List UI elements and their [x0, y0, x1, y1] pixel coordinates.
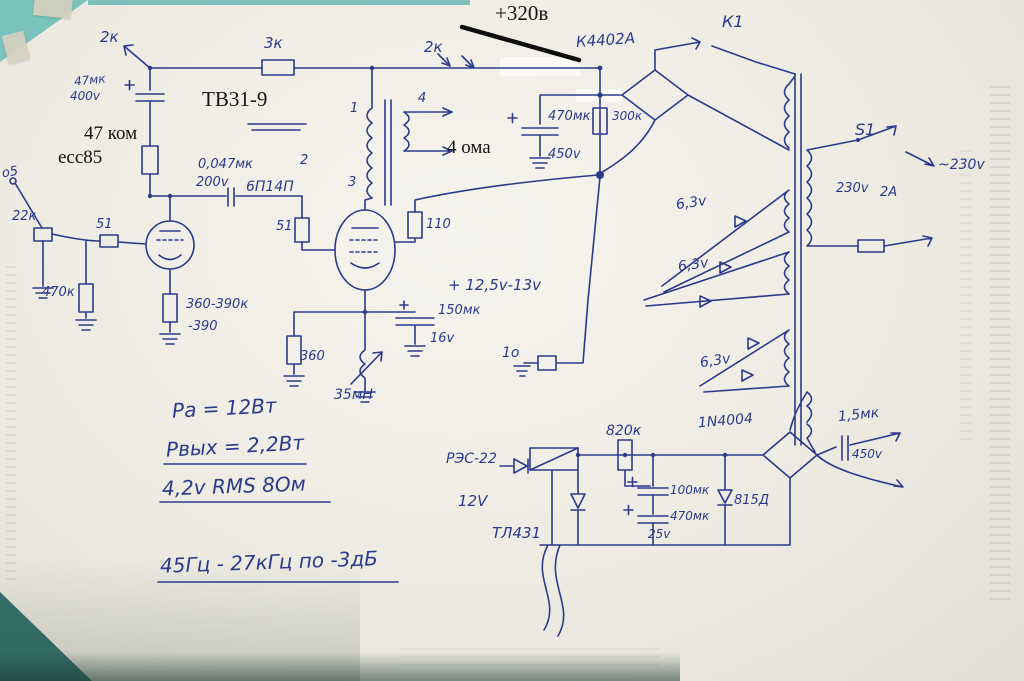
label-pin-3: 3 — [348, 175, 357, 190]
low-voltage-psu — [499, 431, 904, 637]
label-tl431: ТЛ431 — [492, 524, 542, 542]
label-pin-1: 1 — [350, 101, 359, 116]
top-edge-gap — [88, 0, 470, 5]
label-cap-470mk: 470мк — [548, 109, 591, 124]
label-pin-2: 2 — [300, 153, 309, 168]
label-resistor-360-390k: 360-390к — [186, 297, 249, 312]
print-bleedthrough — [990, 80, 1010, 600]
label-cap-47mk: 47мк — [73, 71, 107, 89]
label-switch-s1: S1 — [855, 120, 876, 139]
label-mains-230v: ~230v — [938, 157, 985, 173]
label-resistor-110: 110 — [426, 217, 451, 232]
label-input: о5 — [0, 163, 20, 182]
label-pin-4: 4 — [418, 91, 427, 106]
bridge-rectifier-k4402a — [507, 37, 796, 377]
label-cap-470mk-2: 470мк — [670, 509, 710, 523]
junction-dots — [147, 65, 860, 458]
black-arrow-320v — [459, 24, 582, 63]
label-relay-12v: 12V — [458, 492, 488, 510]
label-primary-230v: 230v — [836, 181, 869, 196]
label-relay-res22: РЭС-22 — [446, 451, 497, 467]
print-bleedthrough — [400, 646, 660, 666]
typed-ecc85: ecc85 — [58, 147, 103, 168]
label-resistor-minus390: -390 — [188, 319, 218, 334]
label-cap-100mk: 100мк — [670, 483, 710, 497]
input-stage — [9, 177, 147, 331]
formula-pa: Ра = 12Вт — [171, 393, 278, 423]
label-resistor-820k: 820к — [606, 423, 642, 439]
label-resistor-22k: 22к — [12, 209, 37, 224]
label-resistor-51b: 51 — [276, 219, 293, 234]
label-fuse-2a: 2А — [880, 185, 898, 200]
label-cap-16v: 16v — [430, 331, 455, 346]
formula-rms: 4,2v RMS 8Ом — [161, 471, 307, 501]
typed-47kom: 47 ком — [84, 123, 138, 144]
label-cap-0047mk: 0,047мк — [198, 157, 253, 172]
winding-arrow-markers — [699, 215, 760, 382]
label-cap-450v-2: 450v — [852, 447, 883, 461]
print-bleedthrough — [960, 150, 972, 440]
triode-ecc85 — [145, 220, 195, 345]
label-heater-voltage: + 12,5v-13v — [448, 276, 541, 294]
left-filter-chain — [124, 67, 171, 222]
white-out-patches — [500, 57, 622, 102]
label-resistor-300k: 300к — [612, 109, 643, 123]
label-resistor-2k-left: 2к — [100, 28, 119, 46]
label-diode-815d: 815Д — [734, 493, 769, 508]
label-inductor-35mh: 35мН — [334, 387, 373, 403]
label-cap-150mk: 150мк — [438, 303, 481, 318]
label-relay-k1: К1 — [722, 12, 744, 31]
label-resistor-360: 360 — [300, 349, 325, 364]
label-resistor-51a: 51 — [96, 217, 113, 232]
label-ground-1o: 1о — [502, 345, 520, 361]
label-cap-450v: 450v — [548, 147, 581, 162]
label-tube-6p14p: 6П14П — [246, 179, 294, 195]
label-resistor-2k-mid: 2к — [424, 38, 443, 56]
hand-underlines — [157, 123, 399, 583]
label-cap-400v: 400v — [70, 89, 101, 103]
typed-4ohm: 4 ома — [447, 137, 491, 158]
label-cap-200v: 200v — [196, 175, 229, 190]
label-resistor-3k: 3к — [264, 34, 283, 52]
bottom-edge-shadow — [0, 652, 680, 681]
output-transformer — [366, 67, 453, 206]
tube-grid-dashes — [156, 239, 381, 253]
power-transformer — [643, 73, 935, 453]
typed-320v: +320в — [495, 1, 549, 25]
pentode-6p14p — [283, 174, 599, 403]
label-cap-25v: 25v — [648, 527, 671, 541]
typed-tv31-9: ТВ31-9 — [202, 87, 268, 111]
coupling-capacitor — [169, 187, 336, 251]
label-resistor-470k: 470к — [42, 285, 75, 300]
print-bleedthrough — [6, 260, 16, 580]
top-supply-rail — [123, 44, 599, 76]
